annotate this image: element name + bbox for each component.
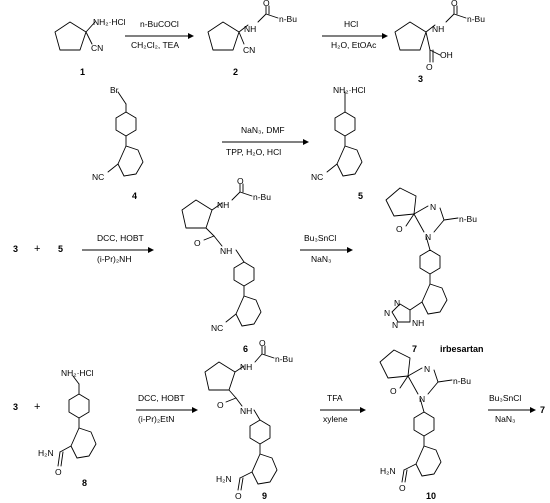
- compound-number-4: 4: [132, 191, 137, 201]
- reactant-5: 5: [58, 244, 63, 254]
- label-h2n: H₂N: [380, 466, 396, 476]
- reagent-dcc-hobt: DCC, HOBT: [138, 393, 185, 403]
- compound-6: O n-Bu NH O NH NC 6: [181, 176, 271, 354]
- compound-3: O n-Bu NH OH O 3: [394, 0, 485, 84]
- reactant-3: 3: [13, 244, 18, 254]
- compound-number-9: 9: [262, 491, 267, 501]
- label-n-bu: n-Bu: [253, 192, 271, 202]
- reagent-nan3: NaN₃: [495, 414, 515, 424]
- plus-sign-row4: +: [34, 401, 40, 413]
- compound-8: NH₂·HCl H₂N O 8: [38, 368, 97, 488]
- label-n-bu: n-Bu: [279, 14, 297, 24]
- compound-7-irbesartan: N n-Bu O N N N N NH 7 irbesartan: [384, 187, 484, 354]
- reaction-arrow-1: n-BuCOCl CH₂Cl₂, TEA: [125, 19, 194, 50]
- label-nh: NH: [217, 200, 229, 210]
- label-n-amide: N: [419, 394, 425, 404]
- compound-number-10: 10: [426, 491, 436, 501]
- solvent-xylene: xylene: [323, 414, 348, 424]
- reaction-arrow-6: DCC, HOBT (i-Pr)₂EtN: [136, 393, 198, 424]
- reagent-nan3-dmf: NaN₃, DMF: [241, 125, 285, 135]
- label-o-amide: O: [194, 238, 201, 248]
- label-nh-amide: NH: [220, 246, 232, 256]
- reaction-arrow-2: HCl H₂O, EtOAc: [322, 19, 388, 50]
- condition-ch2cl2-tea: CH₂Cl₂, TEA: [131, 40, 179, 50]
- label-nh2hcl: NH₂·HCl: [93, 17, 126, 27]
- label-n-bu: n-Bu: [467, 14, 485, 24]
- reagent-tfa: TFA: [327, 393, 343, 403]
- label-o: O: [263, 0, 270, 8]
- label-o: O: [390, 386, 397, 396]
- label-n-tz2: N: [384, 308, 390, 318]
- compound-number-7: 7: [412, 344, 417, 354]
- compound-5: NH₂·HCl NC 5: [311, 85, 366, 201]
- label-n-tz3: N: [392, 320, 398, 330]
- condition-i-pr2nh: (i-Pr)₂NH: [97, 254, 131, 264]
- label-br: Br: [110, 85, 119, 95]
- label-o-amide: O: [217, 400, 224, 410]
- label-nc: NC: [311, 172, 323, 182]
- compound-name-irbesartan: irbesartan: [440, 344, 484, 354]
- label-n-imine: N: [430, 202, 436, 212]
- label-o-carboxamide: O: [399, 483, 406, 493]
- compound-number-6: 6: [243, 344, 248, 354]
- compound-number-1: 1: [80, 67, 85, 77]
- label-nh2hcl: NH₂·HCl: [61, 368, 94, 378]
- reaction-arrow-8: Bu₃SnCl NaN₃: [488, 393, 536, 424]
- reagent-dcc-hobt: DCC, HOBT: [97, 233, 144, 243]
- reagent-nan3: NaN₃: [311, 254, 331, 264]
- reagent-bu3sncl: Bu₃SnCl: [489, 393, 521, 403]
- reaction-arrow-3: NaN₃, DMF TPP, H₂O, HCl: [222, 125, 309, 157]
- label-nh: NH: [240, 362, 252, 372]
- label-h2n: H₂N: [216, 474, 232, 484]
- label-oh: OH: [440, 50, 453, 60]
- compound-2: O n-Bu NH CN 2: [207, 0, 297, 77]
- label-o: O: [396, 224, 403, 234]
- label-o: O: [55, 467, 62, 477]
- reagent-bu3sncl: Bu₃SnCl: [304, 233, 336, 243]
- label-h2n: H₂N: [38, 448, 54, 458]
- reaction-arrow-5: Bu₃SnCl NaN₃: [300, 233, 353, 264]
- label-n-bu: n-Bu: [459, 214, 477, 224]
- compound-number-2: 2: [233, 67, 238, 77]
- condition-tpp-h2o-hcl: TPP, H₂O, HCl: [226, 147, 281, 157]
- compound-number-3: 3: [418, 74, 423, 84]
- reactant-3-row4: 3: [13, 402, 18, 412]
- label-nc: NC: [92, 172, 104, 182]
- condition-i-pr2etn: (i-Pr)₂EtN: [138, 414, 174, 424]
- label-o: O: [451, 0, 458, 8]
- label-nh-tz: NH: [412, 318, 424, 328]
- label-n-tz1: N: [394, 298, 400, 308]
- label-o: O: [237, 176, 244, 186]
- label-nh2hcl: NH₂·HCl: [333, 85, 366, 95]
- label-o-acid: O: [426, 62, 433, 72]
- plus-sign: +: [34, 243, 40, 255]
- label-o-carboxamide: O: [235, 491, 242, 501]
- reagent-hcl: HCl: [344, 19, 358, 29]
- label-nh: NH: [244, 24, 256, 34]
- condition-h2o-etoac: H₂O, EtOAc: [331, 40, 377, 50]
- reagent-n-bucocl: n-BuCOCl: [140, 19, 179, 29]
- label-cn: CN: [91, 43, 103, 53]
- compound-number-8: 8: [82, 478, 87, 488]
- label-n-amide: N: [425, 232, 431, 242]
- label-o: O: [259, 338, 266, 348]
- label-n-bu: n-Bu: [453, 376, 471, 386]
- compound-10: N n-Bu O N H₂N O 10: [379, 349, 471, 501]
- label-nh: NH: [432, 24, 444, 34]
- compound-9: O n-Bu NH O NH H₂N O 9: [204, 338, 293, 501]
- label-nh-amide: NH: [240, 406, 252, 416]
- compound-1: NH₂·HCl CN 1: [54, 17, 126, 77]
- product-7: 7: [540, 405, 545, 415]
- compound-number-5: 5: [358, 191, 363, 201]
- label-nc: NC: [211, 323, 223, 333]
- label-n-bu: n-Bu: [275, 354, 293, 364]
- compound-4: Br NC 4: [92, 85, 144, 201]
- reaction-arrow-7: TFA xylene: [320, 393, 366, 424]
- reaction-arrow-4: DCC, HOBT (i-Pr)₂NH: [82, 233, 154, 264]
- label-cn: CN: [243, 45, 255, 55]
- label-n-imine: N: [424, 364, 430, 374]
